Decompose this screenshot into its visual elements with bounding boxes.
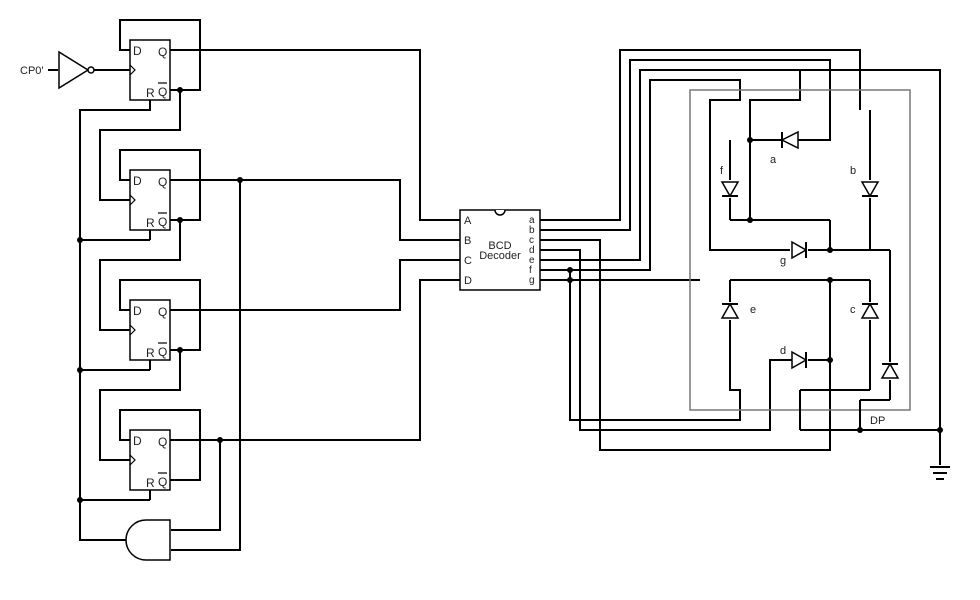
segment-b-diode: b [850,165,880,198]
bcd-decoder: BCD Decoder A B C D a b c d e f g [459,209,541,291]
segment-c-label: c [850,304,856,316]
inverter-gate [48,50,130,90]
and-gate [125,519,171,561]
segment-d-diode: d [780,345,808,370]
segment-d-label: d [780,345,786,357]
segment-b-label: b [850,165,856,177]
decoder-out-a: a [529,215,535,226]
decoder-out-c: c [529,235,534,246]
ff3-d-label: D [133,304,142,318]
ff2-qbar-label: Q [158,215,167,229]
ff1-r-label: R [146,86,155,100]
ff4-q-label: Q [158,435,167,449]
ff1-q-label: Q [158,45,167,59]
segment-f-label: f [720,165,724,177]
segment-e-label: e [750,304,756,316]
ff3-q-label: Q [158,305,167,319]
ff4-r-label: R [146,476,155,490]
ff2-d-label: D [133,174,142,188]
segment-a-diode: a [770,130,799,166]
segment-f-diode: f [720,165,740,198]
dp-label: DP [870,415,885,427]
flip-flop-4: D Q R Q [129,429,171,491]
decoder-in-c: C [464,255,472,267]
decoder-title-2: Decoder [479,250,521,262]
decoder-out-f: f [529,265,532,276]
decoder-in-d: D [464,275,472,287]
segment-e-diode: e [720,302,756,319]
ff3-qbar-label: Q [158,345,167,359]
decoder-out-b: b [529,225,535,236]
flip-flop-1: D Q R Q [129,39,171,101]
counter-wiring [77,19,460,551]
decoder-out-d: d [529,245,535,256]
ff1-qbar-label: Q [158,85,167,99]
flip-flop-3: D Q R Q [129,299,171,361]
segment-g-label: g [780,255,786,267]
flip-flop-2: D Q R Q [129,169,171,231]
ff4-d-label: D [133,434,142,448]
decoder-in-b: B [464,235,471,247]
decoder-title-1: BCD [488,240,511,252]
ff3-r-label: R [146,346,155,360]
segment-g-diode: g [780,240,808,267]
segment-c-diode: c [850,302,880,319]
segment-a-label: a [770,154,777,166]
decoder-in-a: A [464,215,472,227]
decoder-out-e: e [529,255,535,266]
ff2-q-label: Q [158,175,167,189]
ff1-d-label: D [133,44,142,58]
decoder-out-g: g [529,275,535,286]
display-internal-wiring [729,69,950,480]
ff2-r-label: R [146,216,155,230]
input-label: CP0' [20,65,44,77]
ff4-qbar-label: Q [158,475,167,489]
segment-dp-diode: DP [870,362,900,427]
